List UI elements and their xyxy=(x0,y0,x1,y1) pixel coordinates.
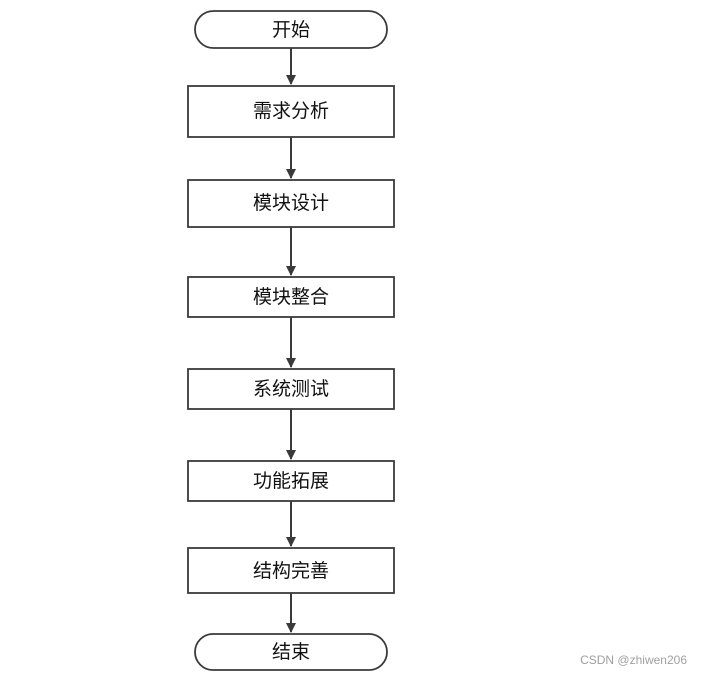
structure-refinement-process-box xyxy=(187,547,395,594)
end-terminal-shape xyxy=(194,633,388,671)
requirements-process-box xyxy=(187,85,395,138)
node-start: 开始 xyxy=(194,10,388,49)
start-terminal-shape xyxy=(194,10,388,49)
node-label-structure-refinement: 结构完善 xyxy=(253,560,329,582)
node-system-testing: 系统测试 xyxy=(187,368,395,410)
node-label-feature-extension: 功能拓展 xyxy=(253,470,329,492)
node-label-module-design: 模块设计 xyxy=(253,192,329,214)
node-end: 结束 xyxy=(194,633,388,671)
feature-extension-process-box xyxy=(187,460,395,502)
node-label-end: 结束 xyxy=(272,641,310,663)
node-label-requirements: 需求分析 xyxy=(253,100,329,122)
node-structure-refinement: 结构完善 xyxy=(187,547,395,594)
node-label-start: 开始 xyxy=(272,19,310,41)
system-testing-process-box xyxy=(187,368,395,410)
node-label-module-integration: 模块整合 xyxy=(253,286,329,308)
module-integration-process-box xyxy=(187,276,395,318)
node-requirements: 需求分析 xyxy=(187,85,395,138)
node-label-system-testing: 系统测试 xyxy=(253,378,329,400)
watermark-text: CSDN @zhiwen206 xyxy=(580,653,687,667)
node-module-design: 模块设计 xyxy=(187,179,395,228)
module-design-process-box xyxy=(187,179,395,228)
node-module-integration: 模块整合 xyxy=(187,276,395,318)
node-feature-extension: 功能拓展 xyxy=(187,460,395,502)
